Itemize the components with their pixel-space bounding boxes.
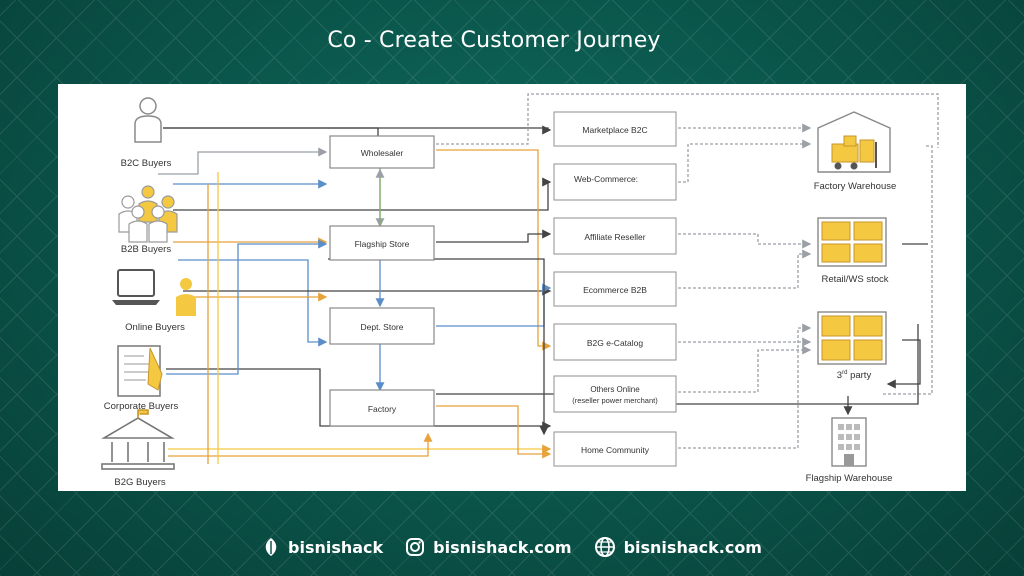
footer: bisnishack bisnishack.com bisnishack.com [0,536,1024,558]
person-icon [134,97,162,143]
footer-website-label: bisnishack.com [623,537,762,557]
document-icon [117,345,163,397]
online-person-icon [176,278,196,316]
channel-affiliate: Affiliate Reseller [553,217,677,255]
channel-affiliate-label: Affiliate Reseller [584,232,645,242]
warehouse-factory: Factory Warehouse [814,111,897,192]
buyer-corporate-label: Corporate Buyers [104,401,179,412]
instagram-icon [406,538,425,556]
connector-lines [158,93,939,464]
people-group-icon [118,185,178,243]
channel-marketplace-label: Marketplace B2C [582,125,647,135]
buyer-online-label: Online Buyers [125,322,185,333]
buyer-b2c-label: B2C Buyers [121,158,172,169]
channel-others-sublabel: (reseller power merchant) [572,396,658,405]
warehouse-factory-label: Factory Warehouse [814,181,897,192]
warehouse-flagship-label: Flagship Warehouse [806,473,893,484]
footer-instagram-label: bisnishack.com [433,537,572,557]
forklift-warehouse-icon [817,111,891,173]
store-factory-label: Factory [368,404,397,414]
channel-webcommerce: Web-Commerce: [553,163,677,201]
footer-website[interactable]: bisnishack.com [594,536,762,558]
channel-ecommerce-b2b: Ecommerce B2B [553,271,677,307]
channel-home-community: Home Community [553,431,677,467]
channel-webcommerce-label: Web-Commerce: [574,174,638,184]
buyer-b2g-label: B2G Buyers [114,477,165,488]
buyer-b2g: B2G Buyers [101,409,175,488]
warehouse-flagship: Flagship Warehouse [806,417,893,484]
channel-marketplace: Marketplace B2C [553,111,677,147]
store-dept: Dept. Store [329,307,435,345]
slide-title: Co - Create Customer Journey [327,28,661,53]
warehouse-retail-ws: Retail/WS stock [817,217,889,285]
channel-others-online: Others Online (reseller power merchant) [553,375,677,413]
laptop-icon [112,269,160,305]
store-wholesaler-label: Wholesaler [361,148,404,158]
government-building-icon [101,409,175,470]
channel-home-label: Home Community [581,445,650,455]
store-factory: Factory [329,389,435,427]
leaf-logo-icon [265,538,277,556]
journey-diagram: B2C Buyers B2B Buyers Online Buyers [101,93,939,488]
buyer-b2b-label: B2B Buyers [121,244,171,255]
journey-diagram-panel: B2C Buyers B2B Buyers Online Buyers [58,84,966,491]
channel-others-label: Others Online [590,385,640,394]
buyer-corporate: Corporate Buyers [104,345,179,412]
store-flagship-label: Flagship Store [355,239,410,249]
buyer-online: Online Buyers [112,269,196,333]
footer-brand[interactable]: bisnishack [262,537,383,557]
channel-b2g-catalog: B2G e-Catalog [553,323,677,361]
warehouse-third-party-label: 3rd party [837,370,872,381]
office-building-icon [831,417,867,467]
store-dept-label: Dept. Store [361,322,404,332]
warehouse-third-party: 3rd party [817,311,887,381]
warehouse-retail-label: Retail/WS stock [821,274,888,285]
footer-brand-label: bisnishack [288,537,384,557]
channel-b2g-catalog-label: B2G e-Catalog [587,338,643,348]
footer-instagram[interactable]: bisnishack.com [405,537,572,557]
boxes-third-party-icon [817,311,887,365]
buyer-b2b: B2B Buyers [118,185,178,255]
channel-ecommerce-b2b-label: Ecommerce B2B [583,285,647,295]
store-wholesaler: Wholesaler [329,135,435,169]
boxes-stock-icon [817,217,887,267]
buyer-b2c: B2C Buyers [121,97,172,169]
globe-icon [594,537,615,557]
store-flagship: Flagship Store [329,225,435,261]
